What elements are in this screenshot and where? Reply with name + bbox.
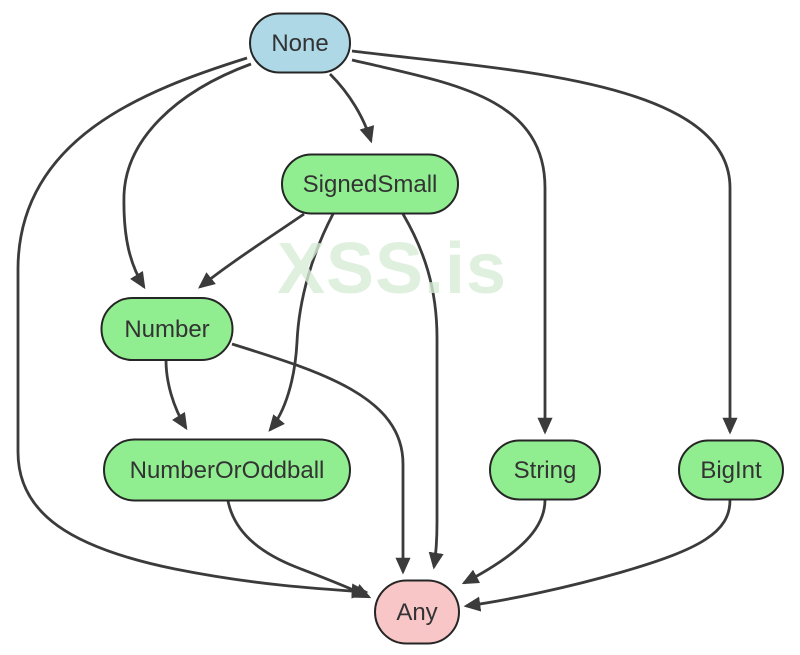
node-shape-string	[489, 439, 601, 501]
edge-none-string	[351, 58, 553, 435]
edge-signedsmall-number	[198, 212, 305, 289]
edge-none-number	[122, 62, 252, 290]
edge-bigint-any	[463, 499, 732, 612]
node-shape-numberoroddball	[103, 438, 351, 502]
node-label-signedsmall: SignedSmall	[303, 171, 438, 198]
node-label-number: Number	[124, 316, 209, 343]
node-number: Number	[100, 297, 234, 361]
node-label-string: String	[514, 457, 577, 484]
edges-layer	[16, 49, 738, 612]
node-any: Any	[374, 579, 460, 645]
node-shape-signedsmall	[281, 153, 459, 215]
node-label-any: Any	[396, 599, 437, 626]
node-shape-bigint	[678, 439, 784, 501]
edge-none-signedsmall	[329, 73, 375, 144]
edge-string-any	[461, 499, 547, 585]
edge-none-bigint	[351, 49, 738, 435]
node-string: String	[489, 439, 601, 501]
edge-numberoroddball-any	[226, 500, 372, 599]
edge-signedsmall-any	[401, 213, 444, 570]
node-signedsmall: SignedSmall	[281, 153, 459, 215]
node-numberoroddball: NumberOrOddball	[103, 438, 351, 502]
edge-none-any	[16, 56, 369, 599]
node-label-numberoroddball: NumberOrOddball	[130, 457, 325, 484]
node-label-bigint: BigInt	[700, 457, 762, 484]
node-shape-none	[249, 12, 351, 74]
node-shape-any	[374, 579, 460, 645]
node-shape-number	[100, 297, 234, 361]
node-bigint: BigInt	[678, 439, 784, 501]
node-none: None	[249, 12, 351, 74]
edge-number-numberoroddball	[164, 359, 188, 431]
edge-number-any	[231, 342, 411, 575]
watermark-text: XSS.is	[277, 229, 507, 309]
node-label-none: None	[271, 30, 328, 57]
edge-signedsmall-numberoroddball	[268, 213, 335, 432]
